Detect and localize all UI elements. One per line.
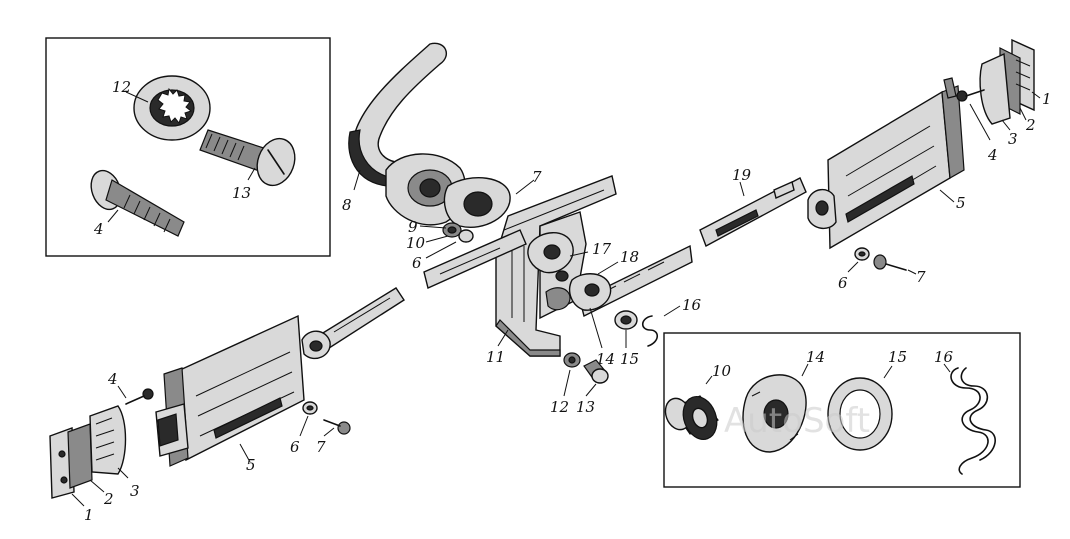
- handle-label-8: 8: [342, 196, 352, 214]
- right-label-1: 1: [1042, 90, 1052, 108]
- inset-fasteners: 12 13 4: [45, 37, 331, 257]
- left-label-5: 5: [246, 456, 256, 474]
- center-label-14: 14: [596, 350, 615, 368]
- lock-washer-12: [133, 75, 211, 141]
- bushing-10: [664, 395, 719, 440]
- inset-small-parts-frame: [663, 332, 1021, 488]
- left-label-4: 4: [107, 370, 118, 388]
- inset-label-4: 4: [93, 220, 104, 238]
- inset-fasteners-frame: [45, 37, 331, 257]
- center-label-18: 18: [620, 248, 639, 266]
- right-latch-5: [807, 77, 965, 250]
- left-screw-7-head: [337, 421, 351, 435]
- left-label-3: 3: [130, 482, 140, 500]
- clip-16-inset: [950, 367, 996, 475]
- handle-label-6: 6: [412, 254, 422, 272]
- left-striker-plates: [49, 388, 154, 499]
- right-striker-plates: [956, 38, 1035, 125]
- left-label-7: 7: [316, 438, 326, 456]
- center-label-17: 17: [592, 240, 612, 258]
- door-handle-8: [348, 42, 511, 243]
- center-label-13: 13: [576, 398, 595, 416]
- handle-label-9: 9: [408, 218, 418, 236]
- screw-13: [199, 129, 296, 187]
- washer-15-inset: [827, 377, 893, 451]
- left-label-6: 6: [290, 438, 300, 456]
- inset-label-12: 12: [112, 78, 131, 96]
- left-label-1: 1: [84, 506, 94, 524]
- right-label-5: 5: [956, 194, 966, 212]
- handle-label-10: 10: [406, 234, 426, 252]
- left-plate-2: [67, 423, 93, 489]
- inset2-label-14: 14: [806, 348, 825, 366]
- right-label-4: 4: [987, 146, 998, 164]
- right-screw-7-head: [873, 254, 887, 270]
- plate-14: [742, 374, 807, 453]
- clip-16: [641, 315, 659, 347]
- watermark: AutoSoft: [724, 401, 870, 441]
- rod-19: [699, 177, 807, 247]
- center-label-15: 15: [620, 350, 639, 368]
- handle-label-7: 7: [532, 168, 542, 186]
- left-rod: [301, 287, 405, 360]
- left-latch-5: [155, 314, 305, 467]
- center-mechanism-11: [423, 175, 693, 357]
- inset2-label-15: 15: [888, 348, 907, 366]
- bolt-4: [90, 169, 185, 237]
- inset-label-13: 13: [232, 184, 251, 202]
- right-label-7: 7: [916, 268, 926, 286]
- rod-label-19: 19: [732, 166, 752, 184]
- inset2-label-16: 16: [934, 348, 954, 366]
- left-plate-3: [89, 405, 127, 475]
- inset-small-parts: 10 14 15 16 AutoSoft: [663, 332, 1021, 488]
- right-label-2: 2: [1025, 116, 1036, 134]
- left-screw-4-head: [142, 388, 154, 400]
- center-label-12: 12: [550, 398, 569, 416]
- right-label-3: 3: [1008, 130, 1018, 148]
- right-plate-3: [979, 52, 1011, 125]
- right-label-6: 6: [838, 274, 848, 292]
- left-label-2: 2: [103, 490, 114, 508]
- inset2-label-10: 10: [712, 362, 732, 380]
- center-label-11: 11: [486, 348, 505, 366]
- center-label-16: 16: [682, 296, 702, 314]
